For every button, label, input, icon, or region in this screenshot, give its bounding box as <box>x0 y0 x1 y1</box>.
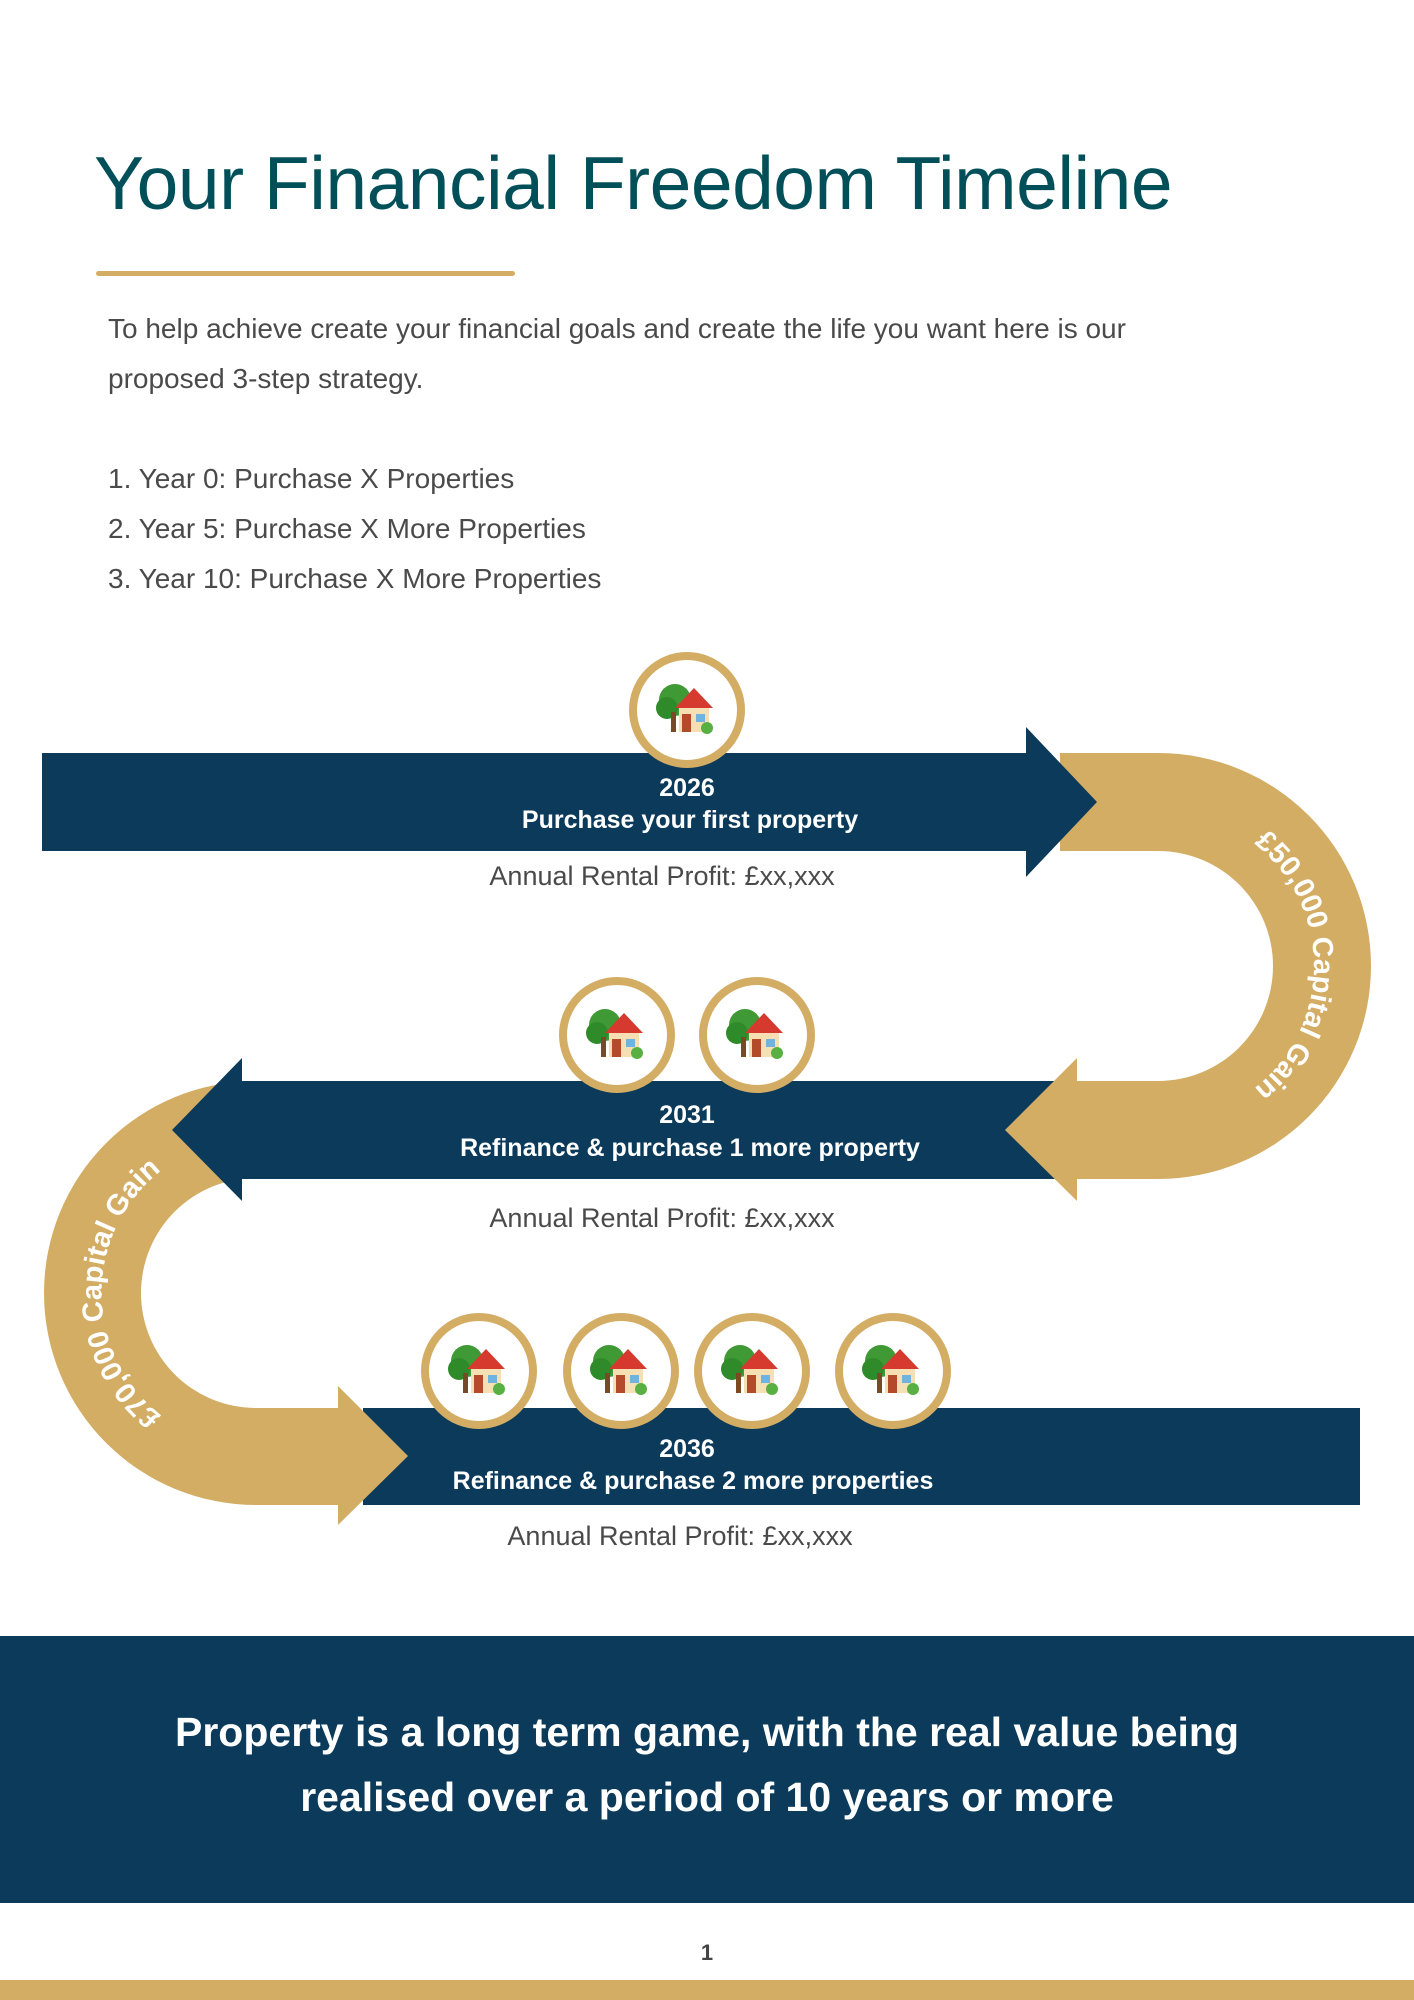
house-icon <box>629 652 745 768</box>
page-title: Your Financial Freedom Timeline <box>94 141 1173 225</box>
house-icon <box>835 1313 951 1429</box>
house-icon <box>694 1313 810 1429</box>
intro-line-1: To help achieve create your financial go… <box>108 313 1126 344</box>
milestone-year-2026: 2026 <box>659 774 715 802</box>
intro-line-2: proposed 3-step strategy. <box>108 363 424 394</box>
step-3: 3. Year 10: Purchase X More Properties <box>108 563 602 594</box>
gold-arrowhead-left <box>338 1386 408 1525</box>
quote-line-2: realised over a period of 10 years or mo… <box>300 1774 1114 1820</box>
milestone-label-2026: Purchase your first property <box>521 806 859 834</box>
arrow-2026 <box>42 727 1097 877</box>
house-icon-row-2 <box>559 977 815 1093</box>
quote-banner <box>0 1636 1414 1903</box>
house-icon <box>421 1313 537 1429</box>
page-number: 1 <box>700 1940 714 1965</box>
step-1: 1. Year 0: Purchase X Properties <box>108 463 515 494</box>
house-icon <box>563 1313 679 1429</box>
house-icon <box>699 977 815 1093</box>
arrow-2031 <box>172 1058 1060 1201</box>
milestone-label-2036: Refinance & purchase 2 more properties <box>452 1467 934 1495</box>
timeline-diagram: £50,000 Capital Gain £70,000 Capital Gai… <box>42 652 1371 1525</box>
milestone-profit-2036: Annual Rental Profit: £xx,xxx <box>507 1521 853 1551</box>
quote-line-1: Property is a long term game, with the r… <box>175 1709 1239 1755</box>
milestone-label-2031: Refinance & purchase 1 more property <box>460 1134 920 1162</box>
house-icon-row-1 <box>629 652 745 768</box>
house-icon <box>559 977 675 1093</box>
gold-curve-left <box>44 1081 340 1505</box>
gold-curve-right <box>1060 753 1371 1179</box>
footer-bar <box>0 1980 1414 2000</box>
milestone-year-2031: 2031 <box>659 1101 715 1129</box>
milestone-profit-2026: Annual Rental Profit: £xx,xxx <box>489 861 835 891</box>
gold-arrowhead-right <box>1005 1058 1077 1201</box>
arrow-2036 <box>363 1408 1360 1505</box>
step-2: 2. Year 5: Purchase X More Properties <box>108 513 586 544</box>
house-icon-row-3 <box>421 1313 951 1429</box>
milestone-profit-2031: Annual Rental Profit: £xx,xxx <box>489 1203 835 1233</box>
title-underline <box>96 271 515 276</box>
milestone-year-2036: 2036 <box>659 1435 715 1463</box>
